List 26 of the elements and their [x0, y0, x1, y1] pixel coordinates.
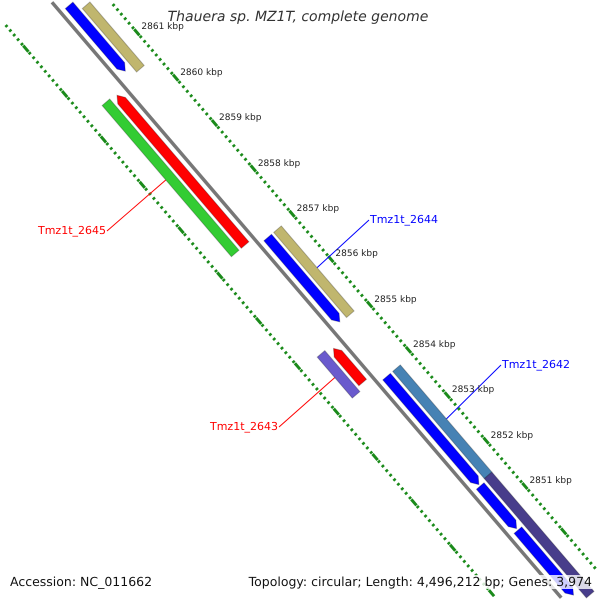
gene-bar: [332, 348, 368, 386]
scale-label: 2852 kbp: [490, 432, 534, 442]
scale-label: 2860 kbp: [180, 68, 223, 79]
leader-line: [278, 377, 336, 428]
gene-bar: [476, 482, 518, 530]
accession-text: Accession: NC_011662: [10, 575, 152, 589]
gene-bar: [382, 372, 480, 486]
leader-line: [316, 220, 370, 268]
genome-info-text: Topology: circular; Length: 4,496,212 bp; Genes: 3,974: [248, 575, 592, 589]
gene-bar: [64, 1, 126, 72]
gene-label: Tmz1t_2643: [210, 420, 278, 434]
gene-bar: [316, 350, 361, 399]
gene-label: Tmz1t_2642: [502, 358, 570, 372]
scale-label: 2854 kbp: [413, 341, 456, 351]
scale-label: 2856 kbp: [335, 250, 378, 260]
leader-line: [446, 364, 502, 420]
leader-line: [106, 179, 166, 232]
scale-label: 2858 kbp: [258, 160, 300, 170]
scale-label: 2857 kbp: [296, 204, 340, 215]
scale-label: 2859 kbp: [219, 114, 262, 124]
scale-label: 2851 kbp: [529, 477, 572, 488]
gene-label: Tmz1t_2644: [370, 214, 438, 226]
scale-label: 2855 kbp: [374, 296, 417, 306]
scale-label: 2853 kbp: [452, 386, 494, 396]
gene-label: Tmz1t_2645: [38, 224, 106, 238]
gene-bar: [392, 364, 493, 480]
